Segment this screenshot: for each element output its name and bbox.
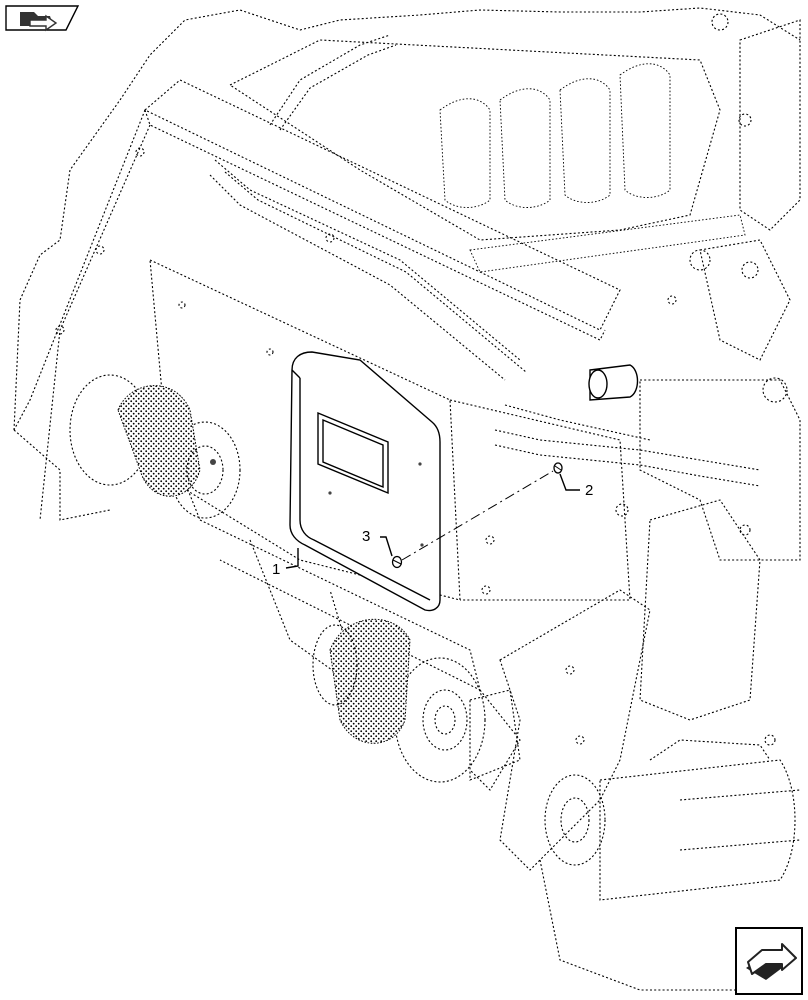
leader-line-2	[559, 473, 580, 491]
next-page-arrow-icon[interactable]	[735, 927, 803, 995]
belt-pulley-upper	[69, 374, 241, 519]
callout-1: 1	[272, 561, 280, 578]
callout-3: 3	[362, 528, 370, 545]
machine-background	[13, 7, 801, 991]
folder-arrow-icon[interactable]	[5, 5, 80, 32]
leader-line-3	[380, 536, 393, 557]
assembly-line	[401, 470, 554, 561]
belt-pulley-lower	[312, 618, 486, 783]
nut-fastener[interactable]	[553, 462, 563, 474]
cover-plate[interactable]	[289, 351, 441, 612]
callout-2: 2	[585, 482, 593, 499]
leader-line-1	[285, 548, 299, 569]
screw-fastener[interactable]	[391, 555, 403, 569]
